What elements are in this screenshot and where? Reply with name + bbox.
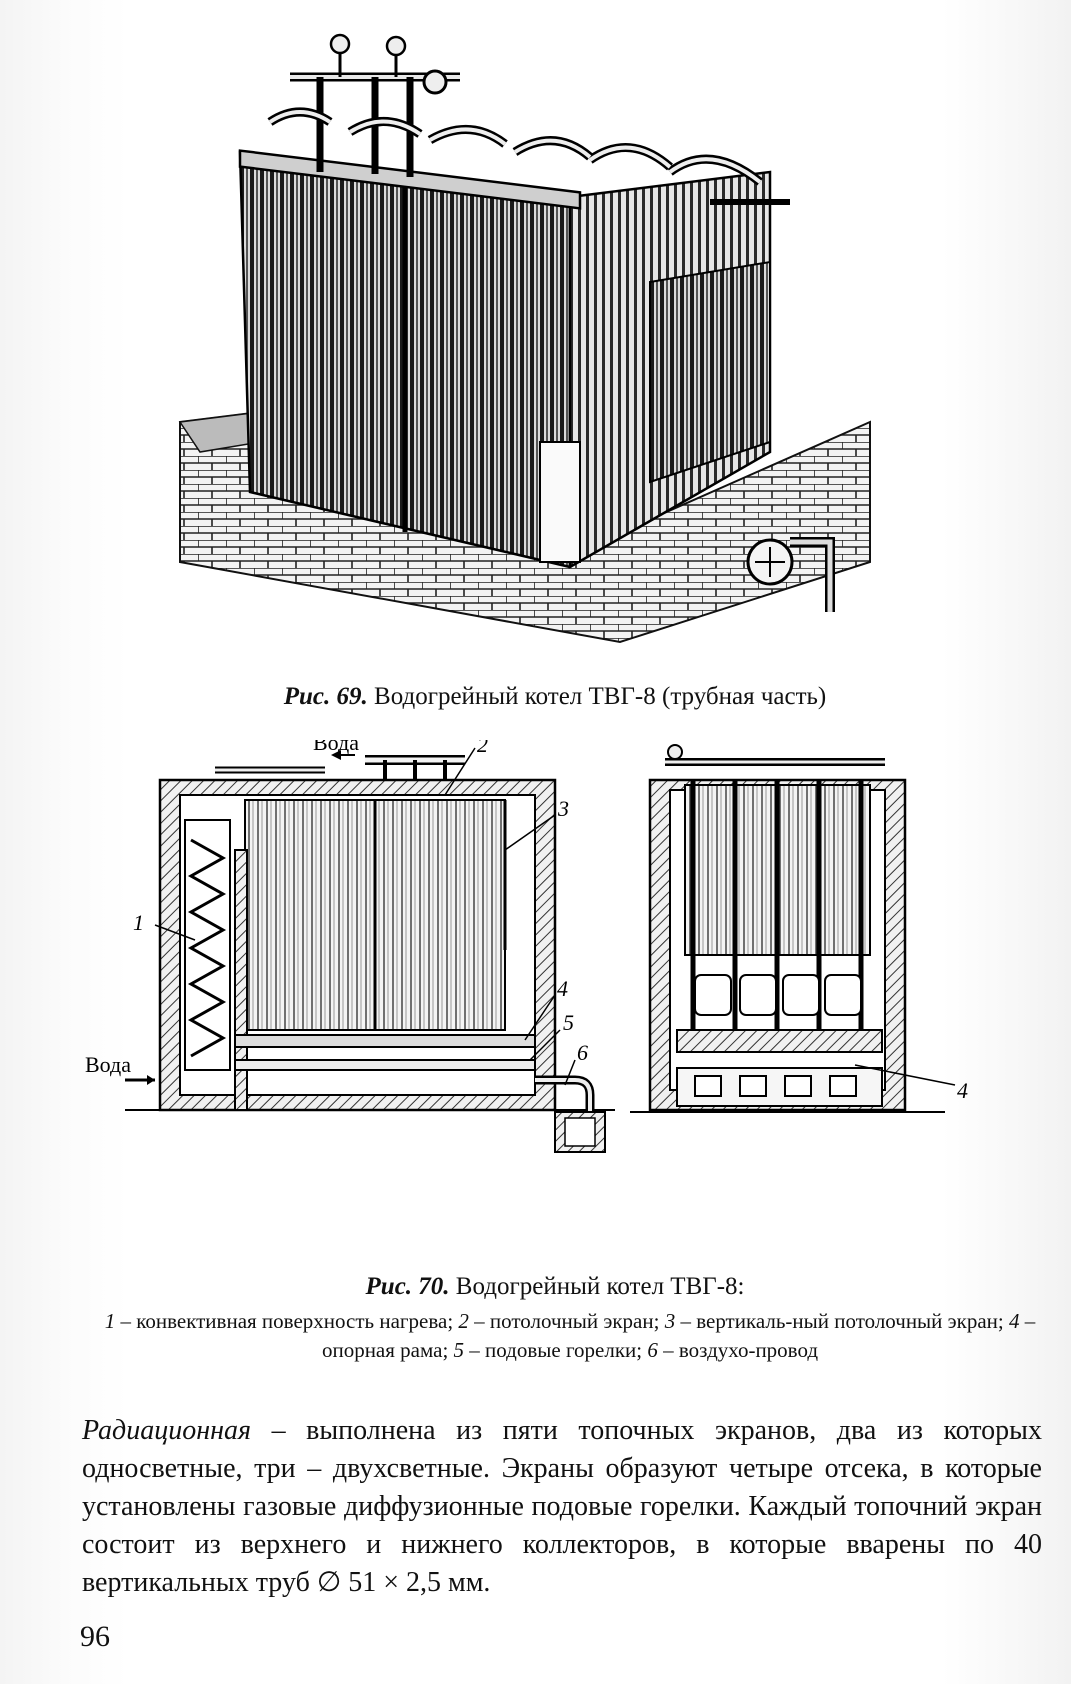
cross-section: 4 (630, 744, 968, 1113)
legend-text-4: – опорная рама; (321, 1309, 1036, 1362)
legend-text-6: – воздухо-провод (657, 1338, 819, 1362)
callout-4-right: 4 (957, 1078, 968, 1103)
callout-1: 1 (133, 910, 144, 935)
body-paragraph: Радиационная – выполнена из пяти топочны… (82, 1412, 1042, 1602)
figure-70-caption: Рис. 70. Водогрейный котел ТВГ-8: (60, 1272, 1050, 1302)
callout-4: 4 (557, 976, 568, 1001)
longitudinal-section: Вода Вода 1 2 3 4 5 6 (85, 730, 615, 1153)
legend-num-5: 5 (453, 1338, 465, 1362)
label-water-top: Вода (313, 740, 359, 755)
legend-text-3: – вертикаль-ный потолочный экран; (675, 1309, 1010, 1333)
figure-69-caption: Рис. 69. Водогрейный котел ТВГ-8 (трубна… (60, 682, 1050, 712)
legend-num-1: 1 (104, 1309, 116, 1333)
figure-69-number: Рис. 69. (283, 683, 368, 710)
boiler-tube-part-illustration (178, 33, 871, 644)
figure-70-drawing: Вода Вода 1 2 3 4 5 6 (85, 730, 1045, 1240)
legend-num-6: 6 (647, 1338, 658, 1362)
legend-text-2: – потолочный экран; (468, 1309, 665, 1333)
callout-2: 2 (477, 740, 488, 757)
figure-69-title: Водогрейный котел ТВГ-8 (трубная часть) (367, 683, 827, 710)
figure-70-legend: 1 – конвективная поверхность нагрева; 2 … (95, 1307, 1045, 1365)
figure-70-number: Рис. 70. (365, 1273, 450, 1300)
legend-num-3: 3 (664, 1309, 676, 1333)
legend-num-2: 2 (458, 1309, 469, 1333)
callout-6: 6 (577, 1040, 588, 1065)
callout-3: 3 (557, 796, 569, 821)
figure-70-title: Водогрейный котел ТВГ-8: (449, 1273, 745, 1300)
callout-5: 5 (563, 1010, 574, 1035)
legend-text-1: – конвективная поверхность нагрева; (115, 1309, 459, 1333)
label-water-left: Вода (85, 1052, 131, 1077)
boiler-section-drawings: Вода Вода 1 2 3 4 5 6 (85, 730, 968, 1153)
legend-text-5: – подовые горелки; (464, 1338, 648, 1362)
body-text: – выполнена из пяти топочных экранов, дв… (82, 1415, 1042, 1598)
legend-num-4: 4 (1009, 1309, 1020, 1333)
body-lead-term: Радиационная (82, 1415, 251, 1446)
figure-69-drawing (170, 22, 910, 662)
page-number: 96 (80, 1620, 110, 1653)
